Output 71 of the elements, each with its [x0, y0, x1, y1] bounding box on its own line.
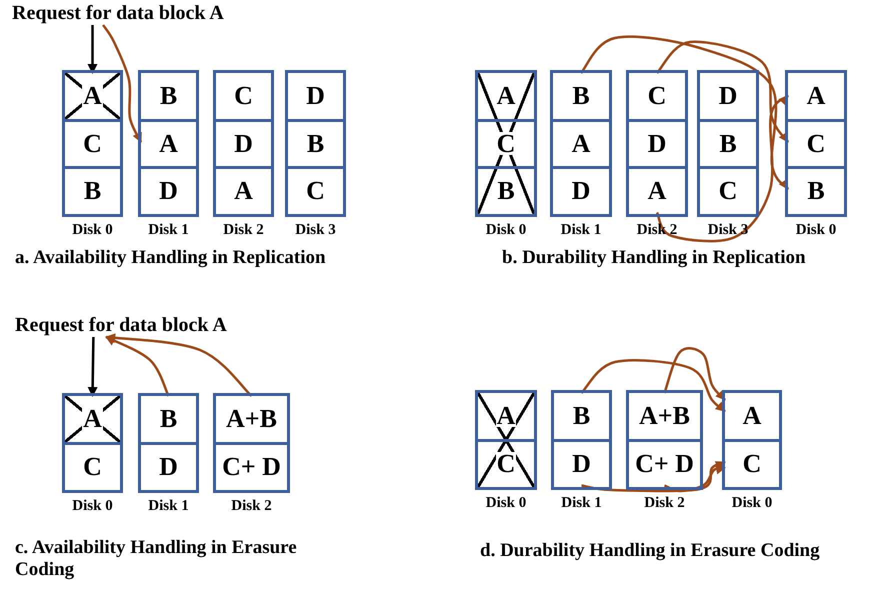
disk-label: Disk 0 — [796, 222, 836, 239]
data-block-cell: A — [788, 73, 844, 118]
arrow — [102, 24, 142, 143]
data-block-cell: B — [788, 166, 844, 212]
panel-caption: c. Availability Handling in Erasure Coding — [15, 537, 298, 581]
data-block-cell: C — [288, 166, 343, 212]
data-block-cell: D — [141, 166, 196, 212]
data-block-cell: B — [288, 118, 343, 166]
data-block-cell: C — [629, 73, 685, 118]
data-block-cell: A+B — [216, 396, 287, 442]
data-block-cell: D — [629, 118, 685, 166]
data-block-cell: B — [141, 73, 196, 118]
disk-label: Disk 0 — [486, 495, 526, 512]
data-block-cell: C — [478, 438, 534, 486]
disk-label: Disk 0 — [486, 222, 526, 239]
data-block-cell: C — [788, 118, 844, 166]
arrow — [580, 35, 789, 190]
data-block-cell: C — [725, 438, 779, 486]
disk-label: Disk 3 — [295, 222, 336, 239]
data-block-cell: D — [216, 118, 271, 166]
disk-label: Disk 1 — [560, 222, 602, 239]
data-block-cell: A — [216, 166, 271, 212]
arrow — [581, 460, 726, 492]
data-block-cell: C — [700, 166, 756, 212]
disk-label: Disk 2 — [223, 222, 264, 239]
panel-caption: d. Durability Handling in Erasure Coding — [480, 540, 820, 562]
data-block-cell: A — [478, 393, 534, 438]
data-block-cell: A — [65, 73, 120, 118]
data-block-cell: A — [725, 393, 779, 438]
arrow — [105, 333, 252, 397]
data-block-cell: C — [65, 118, 120, 166]
disk-label: Disk 0 — [732, 495, 772, 512]
data-block-cell: A — [65, 396, 120, 442]
data-block-cell: B — [553, 73, 609, 118]
disk-label: Disk 2 — [231, 498, 272, 515]
data-block-cell: D — [288, 73, 343, 118]
data-block-cell: C+ D — [216, 442, 287, 488]
data-block-cell: A — [629, 166, 685, 212]
arrow — [656, 40, 789, 143]
data-block-cell: B — [141, 396, 196, 442]
data-block-cell: B — [65, 166, 120, 212]
arrow — [663, 347, 726, 401]
disk-label: Disk 2 — [644, 495, 685, 512]
data-block-cell: A — [141, 118, 196, 166]
disk-label: Disk 1 — [561, 495, 602, 512]
data-block-cell: D — [700, 73, 756, 118]
request-text: Request for data block A — [12, 2, 224, 25]
disk-label: Disk 1 — [148, 498, 189, 515]
data-block-cell: B — [700, 118, 756, 166]
data-block-cell: A — [478, 73, 534, 118]
panel-caption: a. Availability Handling in Replication — [15, 247, 326, 269]
data-block-cell: D — [141, 442, 196, 488]
data-block-cell: A+B — [629, 393, 700, 438]
arrow — [580, 359, 726, 412]
data-block-cell: C — [216, 73, 271, 118]
data-block-cell: C — [65, 442, 120, 488]
panel-caption: b. Durability Handling in Replication — [502, 247, 806, 269]
data-block-cell: D — [554, 438, 609, 486]
request-text: Request for data block A — [15, 314, 227, 337]
disk-label: Disk 1 — [148, 222, 189, 239]
arrow — [656, 94, 789, 242]
disk-label: Disk 0 — [72, 498, 113, 515]
arrow — [105, 336, 170, 397]
arrow — [664, 464, 726, 492]
data-block-cell: B — [554, 393, 609, 438]
data-block-cell: C — [478, 118, 534, 166]
disk-label: Disk 0 — [72, 222, 113, 239]
data-block-cell: C+ D — [629, 438, 700, 486]
data-block-cell: D — [553, 166, 609, 212]
data-block-cell: A — [553, 118, 609, 166]
data-block-cell: B — [478, 166, 534, 212]
